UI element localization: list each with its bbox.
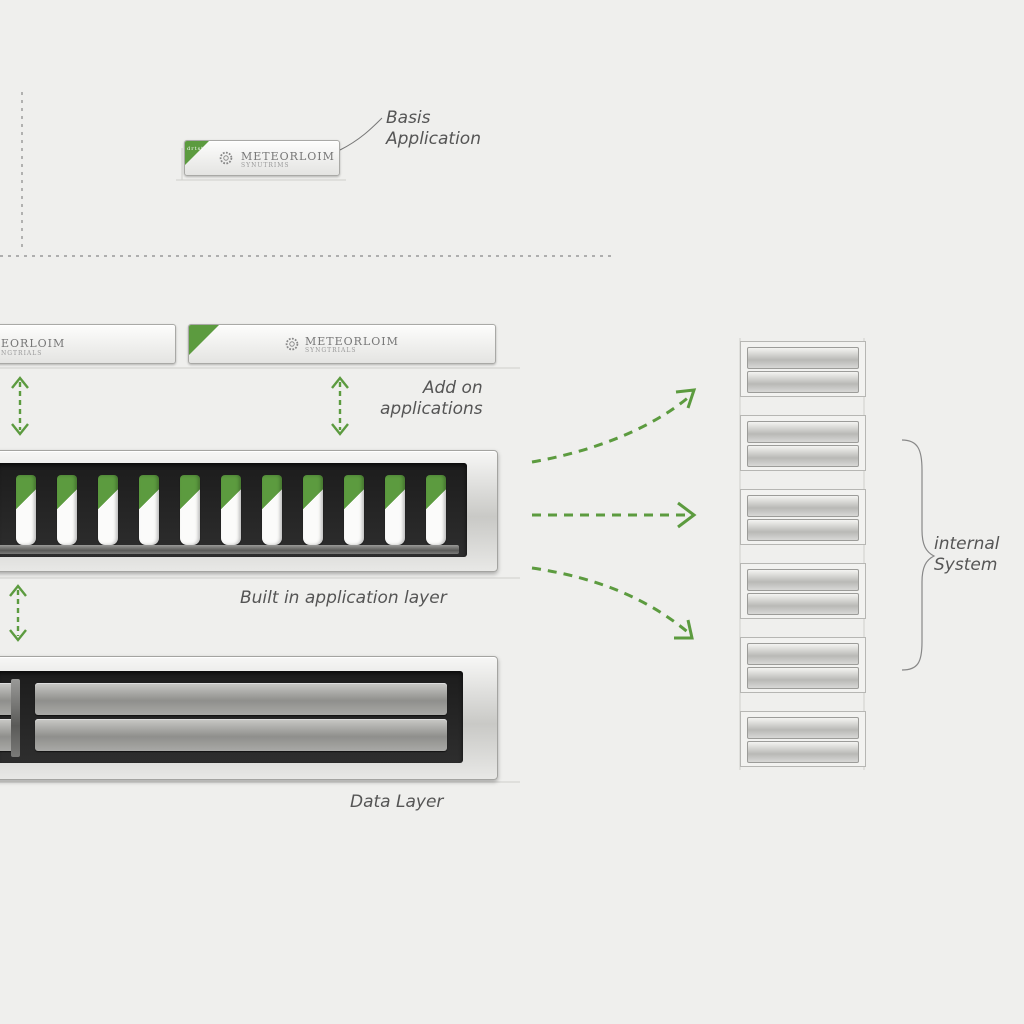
- arrow-down-right-icon: [531, 566, 691, 636]
- system-plate: [747, 519, 859, 541]
- internal-system-unit: [740, 489, 866, 545]
- badge-text: drtst: [187, 146, 205, 152]
- basis-application-tag: drtst METEORLOIM SYNUTRIMS: [184, 140, 340, 176]
- addon-applications-label: Add on applications: [380, 378, 483, 421]
- double-arrow-head-icon: [331, 376, 349, 436]
- internal-system-unit: [740, 415, 866, 471]
- system-plate: [747, 569, 859, 591]
- brand-name: METEORLOIM: [305, 335, 399, 348]
- data-bar: [35, 683, 447, 715]
- system-plate: [747, 643, 859, 665]
- application-slot: [139, 475, 159, 545]
- application-slot: [98, 475, 118, 545]
- builtin-layer-label: Built in application layer: [240, 588, 447, 608]
- system-plate: [747, 667, 859, 689]
- system-plate: [747, 347, 859, 369]
- brand-sub: SYNUTRIMS: [241, 162, 290, 169]
- internal-system-unit: [740, 637, 866, 693]
- arrow-head-icon: [677, 501, 697, 529]
- application-slot: [57, 475, 77, 545]
- arrow-up-right-icon: [531, 394, 691, 464]
- system-plate: [747, 717, 859, 739]
- system-plate: [747, 445, 859, 467]
- sketch-frame-lines: [0, 148, 865, 783]
- double-arrow-head-icon: [9, 584, 27, 642]
- application-slot: [385, 475, 405, 545]
- application-slot: [262, 475, 282, 545]
- internal-system-unit: [740, 563, 866, 619]
- system-plate: [747, 421, 859, 443]
- brand-sub-fragment: NGTRIALS: [1, 350, 43, 357]
- data-layer-connector: [11, 679, 20, 757]
- application-slot: [426, 475, 446, 545]
- internal-system-unit: [740, 711, 866, 767]
- basis-label-text: Basis Application: [386, 108, 481, 150]
- brand-name: METEORLOIM: [241, 150, 335, 163]
- application-slot: [180, 475, 200, 545]
- internal-system-unit: [740, 341, 866, 397]
- data-layer-well: [0, 671, 463, 763]
- arrow-head-icon: [675, 388, 697, 409]
- addon-label-text: Add on applications: [380, 378, 483, 420]
- basis-application-label: Basis Application: [386, 108, 481, 151]
- builtin-layer-rail: [0, 545, 459, 554]
- brand-sub: SYNGTRIALS: [305, 347, 357, 354]
- builtin-layer-well: [0, 463, 467, 557]
- brace-icon: [901, 439, 936, 671]
- system-plate: [747, 495, 859, 517]
- arrow-head-icon: [674, 619, 694, 640]
- internal-label-text: internal System: [934, 534, 1000, 576]
- data-bar: [35, 719, 447, 751]
- application-slot: [344, 475, 364, 545]
- double-arrow-head-icon: [11, 376, 29, 436]
- addon-tag-right: METEORLOIM SYNGTRIALS: [188, 324, 496, 364]
- application-slot: [221, 475, 241, 545]
- data-layer-label: Data Layer: [350, 792, 444, 812]
- green-corner: [189, 325, 219, 355]
- application-slot: [303, 475, 323, 545]
- builtin-application-layer: [0, 450, 498, 572]
- system-plate: [747, 741, 859, 763]
- application-slot: [16, 475, 36, 545]
- addon-tag-left: EORLOIM NGTRIALS: [0, 324, 176, 364]
- data-layer: [0, 656, 498, 780]
- brand-name-fragment: EORLOIM: [1, 337, 66, 350]
- gear-icon: [285, 337, 299, 351]
- green-corner: [185, 141, 209, 165]
- internal-system-label: internal System: [934, 534, 1000, 577]
- basis-leader-line: [339, 117, 383, 151]
- system-plate: [747, 371, 859, 393]
- gear-icon: [219, 151, 233, 165]
- system-plate: [747, 593, 859, 615]
